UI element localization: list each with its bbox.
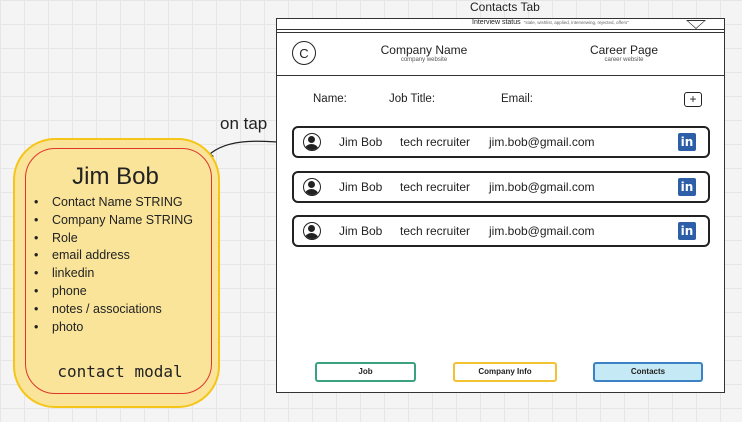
column-header-email: Email: <box>501 93 533 105</box>
modal-field: Contact Name STRING <box>34 194 193 212</box>
contacts-tab-frame <box>276 18 725 393</box>
contact-email: jim.bob@gmail.com <box>489 135 595 149</box>
tab-job[interactable]: Job <box>315 362 416 382</box>
add-contact-button[interactable]: + <box>684 92 702 107</box>
interview-status-bar[interactable] <box>276 18 725 30</box>
interview-status-label: Interview status"stale, wishlist, applie… <box>472 19 629 26</box>
contact-name: Jim Bob <box>339 224 383 238</box>
contact-role: tech recruiter <box>400 135 471 149</box>
contact-modal-inner-frame <box>25 148 212 394</box>
column-header-name: Name: <box>313 93 347 105</box>
linkedin-icon[interactable]: in <box>678 222 696 240</box>
modal-contact-name: Jim Bob <box>72 163 159 190</box>
modal-field: linkedin <box>34 265 193 283</box>
on-tap-label: on tap <box>220 114 268 133</box>
contact-name: Jim Bob <box>339 180 383 194</box>
interview-status-options: "stale, wishlist, applied, interviewing,… <box>523 20 629 25</box>
modal-field-list: Contact Name STRING Company Name STRING … <box>34 194 193 336</box>
modal-field: phone <box>34 283 193 301</box>
contact-name: Jim Bob <box>339 135 383 149</box>
linkedin-icon[interactable]: in <box>678 178 696 196</box>
avatar-icon <box>303 178 321 196</box>
modal-field: notes / associations <box>34 301 193 319</box>
dropdown-caret-fill <box>688 21 704 28</box>
contact-row[interactable]: Jim Bob tech recruiter jim.bob@gmail.com… <box>292 215 710 247</box>
contact-role: tech recruiter <box>400 180 471 194</box>
contact-role: tech recruiter <box>400 224 471 238</box>
modal-field: email address <box>34 247 193 265</box>
column-header-job-title: Job Title: <box>389 93 436 105</box>
tab-company-info[interactable]: Company Info <box>453 362 557 382</box>
contact-email: jim.bob@gmail.com <box>489 180 595 194</box>
modal-field: Role <box>34 230 193 248</box>
company-logo: C <box>292 41 316 65</box>
modal-field: Company Name STRING <box>34 212 193 230</box>
contact-row[interactable]: Jim Bob tech recruiter jim.bob@gmail.com… <box>292 171 710 203</box>
contact-email: jim.bob@gmail.com <box>489 224 595 238</box>
tab-contacts[interactable]: Contacts <box>593 362 703 382</box>
company-name: Company Name <box>380 43 468 57</box>
avatar-icon <box>303 222 321 240</box>
header-top-divider <box>276 32 725 33</box>
career-website-link[interactable]: career website <box>604 57 644 63</box>
modal-field: photo <box>34 319 193 337</box>
company-website-link[interactable]: company website <box>400 57 448 63</box>
contact-row[interactable]: Jim Bob tech recruiter jim.bob@gmail.com… <box>292 126 710 158</box>
career-page: Career Page <box>589 43 659 57</box>
avatar-icon <box>303 133 321 151</box>
linkedin-icon[interactable]: in <box>678 133 696 151</box>
modal-caption: contact modal <box>57 362 183 381</box>
header-divider <box>276 75 725 76</box>
contacts-tab-title: Contacts Tab <box>470 0 540 14</box>
